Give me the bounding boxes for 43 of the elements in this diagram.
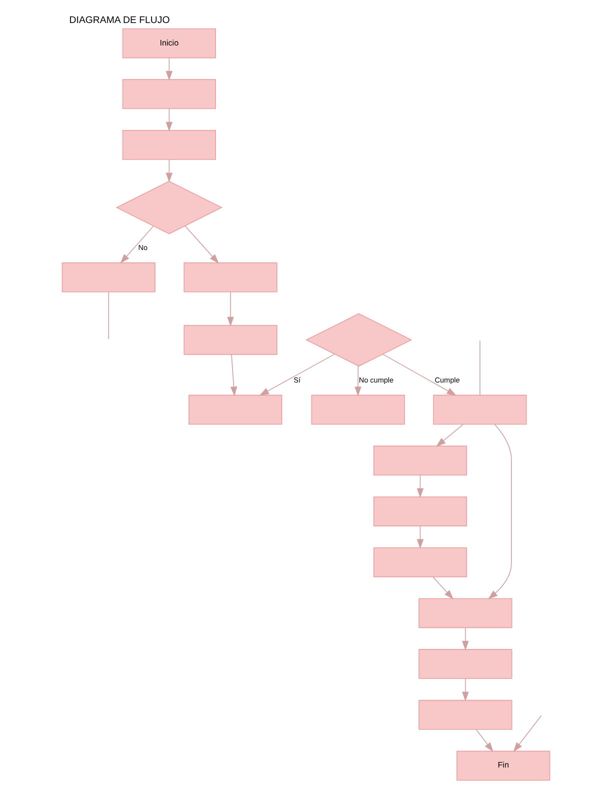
node-box xyxy=(373,496,468,526)
node-box xyxy=(122,130,216,160)
arrow xyxy=(166,108,173,132)
connector xyxy=(108,292,110,340)
arrow xyxy=(120,226,154,264)
arrow xyxy=(166,159,173,182)
arrow xyxy=(436,424,464,447)
arrow xyxy=(462,678,469,702)
node-box xyxy=(184,324,278,355)
arrow xyxy=(416,474,424,498)
diagram-title: DIAGRAMA DE FLUJO xyxy=(69,14,170,26)
node-diamond xyxy=(306,313,412,367)
node-box xyxy=(184,262,278,292)
arrow xyxy=(432,576,454,600)
arrow xyxy=(354,365,362,396)
edge-label: No cumple xyxy=(358,375,394,384)
node-box xyxy=(62,262,156,292)
arrow xyxy=(513,715,542,752)
arrow xyxy=(462,628,469,651)
node-box xyxy=(188,394,282,425)
arrow xyxy=(488,424,512,600)
node-box: Fin xyxy=(456,750,550,781)
edge-label: Sí xyxy=(294,375,301,384)
arrow xyxy=(227,292,234,327)
node-box xyxy=(418,700,512,730)
node-box xyxy=(311,394,405,425)
arrow xyxy=(166,58,173,81)
arrow xyxy=(184,226,219,264)
node-box xyxy=(122,79,216,110)
node-box xyxy=(433,394,527,425)
arrow xyxy=(259,354,335,396)
node-box xyxy=(373,547,468,578)
arrow xyxy=(416,526,424,549)
node-diamond xyxy=(116,180,223,234)
arrow xyxy=(230,354,238,396)
node-box xyxy=(418,598,512,628)
edge-label: No xyxy=(138,243,148,252)
node-box xyxy=(373,446,468,476)
node-box xyxy=(418,649,512,679)
edge-label: Cumple xyxy=(434,375,460,384)
arrow xyxy=(476,729,494,752)
node-box: Inicio xyxy=(122,28,216,58)
arrow xyxy=(382,354,457,396)
